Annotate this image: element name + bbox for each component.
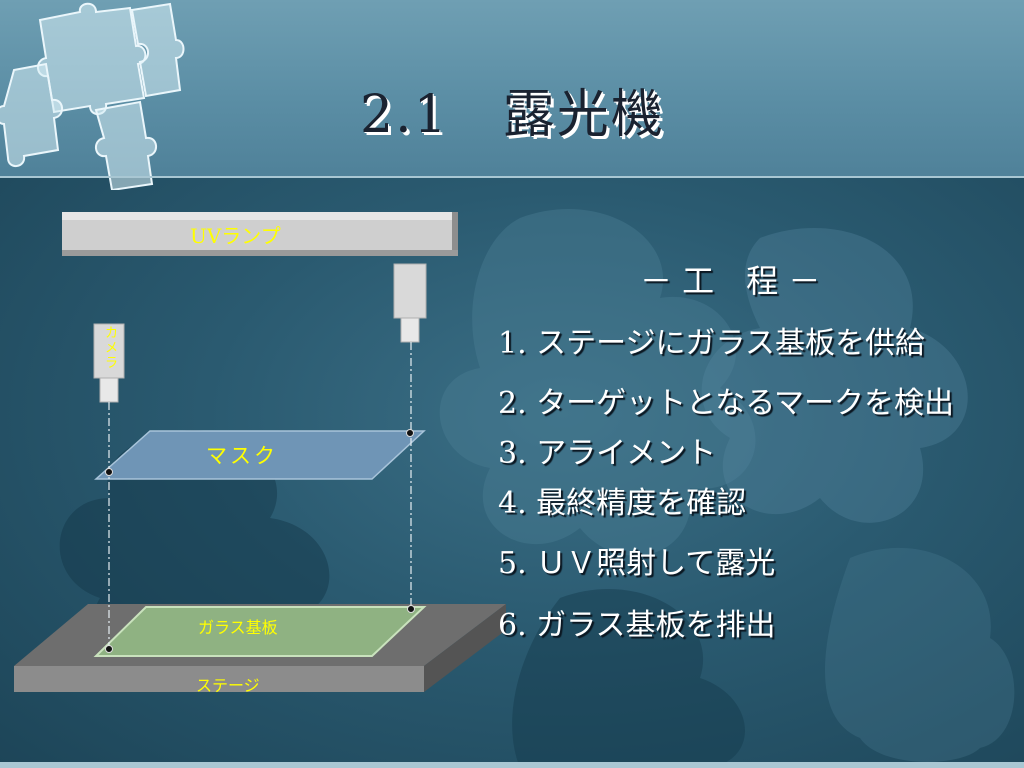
mask xyxy=(94,430,426,480)
glass-substrate xyxy=(93,606,427,657)
process-step-6: 6. ガラス基板を排出 xyxy=(498,608,776,643)
mask-label: マスク xyxy=(206,444,278,468)
glass-mark-left xyxy=(105,645,113,653)
header-divider xyxy=(0,176,1024,178)
page-title: 2.1 露光機 xyxy=(360,85,665,145)
uv-lamp xyxy=(62,212,458,256)
footer-divider xyxy=(0,762,1024,768)
process-step-1: 1. ステージにガラス基板を供給 xyxy=(498,326,925,361)
mask-mark-left xyxy=(105,468,113,476)
process-step-2: 2. ターゲットとなるマークを検出 xyxy=(498,386,955,421)
camera-label: カメラ xyxy=(105,326,119,371)
puzzle-logo-icon xyxy=(0,2,185,190)
process-heading: － 工 程 － xyxy=(640,262,821,300)
camera-right xyxy=(393,263,427,343)
process-step-5: 5. ＵＶ照射して露光 xyxy=(498,546,776,581)
camera-left xyxy=(93,323,125,403)
process-step-4: 4. 最終精度を確認 xyxy=(498,486,747,521)
mask-mark-right xyxy=(406,429,414,437)
glass-substrate-label: ガラス基板 xyxy=(198,618,278,637)
uv-lamp-label: UVランプ xyxy=(190,224,281,248)
process-step-3: 3. アライメント xyxy=(498,436,717,471)
stage-label: ステージ xyxy=(196,676,260,695)
glass-mark-right xyxy=(407,605,415,613)
